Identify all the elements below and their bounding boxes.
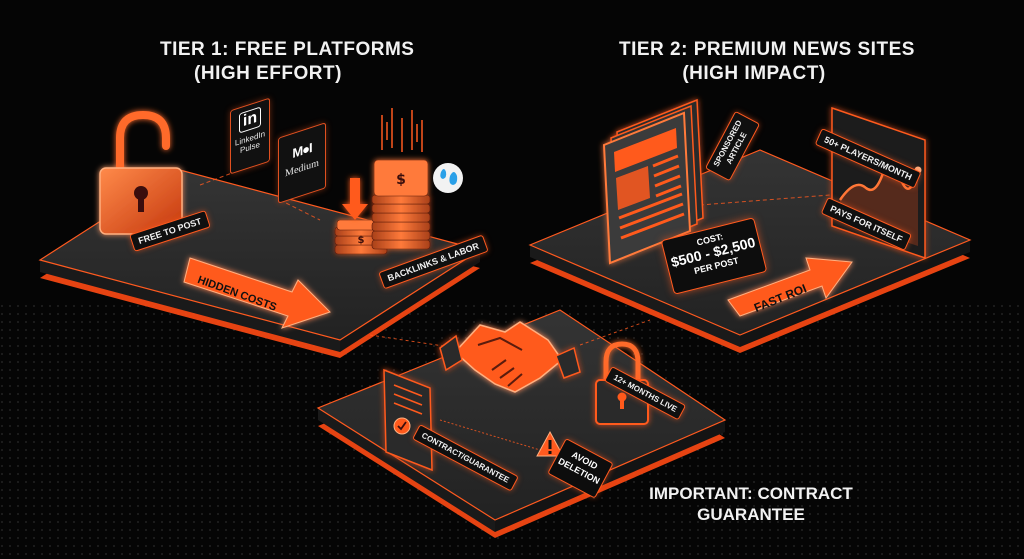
hidden-costs-arrow: [183, 257, 331, 329]
important-note: IMPORTANT: CONTRACT GUARANTEE: [637, 483, 865, 525]
newspaper-icon: [602, 98, 704, 265]
linkedin-icon: in: [239, 106, 261, 134]
tier1-heading: TIER 1: FREE PLATFORMS (HIGH EFFORT): [160, 38, 415, 86]
tier2-title: TIER 2: PREMIUM NEWS SITES: [619, 39, 915, 60]
fast-roi-arrow: [727, 257, 853, 317]
coin-stack-icon: $ $: [334, 159, 431, 255]
tier2-subtitle: (HIGH IMPACT): [682, 63, 826, 84]
warning-icon: [536, 430, 564, 457]
certificate-icon: [383, 368, 433, 472]
sweat-drops-icon: [433, 163, 463, 193]
handshake-icon: [439, 321, 581, 393]
tier2-heading: TIER 2: PREMIUM NEWS SITES (HIGH IMPACT): [619, 38, 915, 86]
unlocked-padlock-icon: [99, 110, 183, 235]
connector-lines: [199, 169, 831, 451]
tier1-title: TIER 1: FREE PLATFORMS: [160, 39, 415, 60]
important-line2: GUARANTEE: [697, 505, 805, 524]
linkedin-card: in LinkedIn Pulse: [230, 97, 270, 175]
svg-text:$: $: [396, 172, 406, 188]
tier1-subtitle: (HIGH EFFORT): [194, 63, 342, 84]
svg-text:$: $: [358, 235, 365, 246]
falling-streaks: [381, 108, 423, 152]
important-line1: IMPORTANT: CONTRACT: [649, 484, 853, 503]
down-arrow-icon: [342, 178, 368, 220]
